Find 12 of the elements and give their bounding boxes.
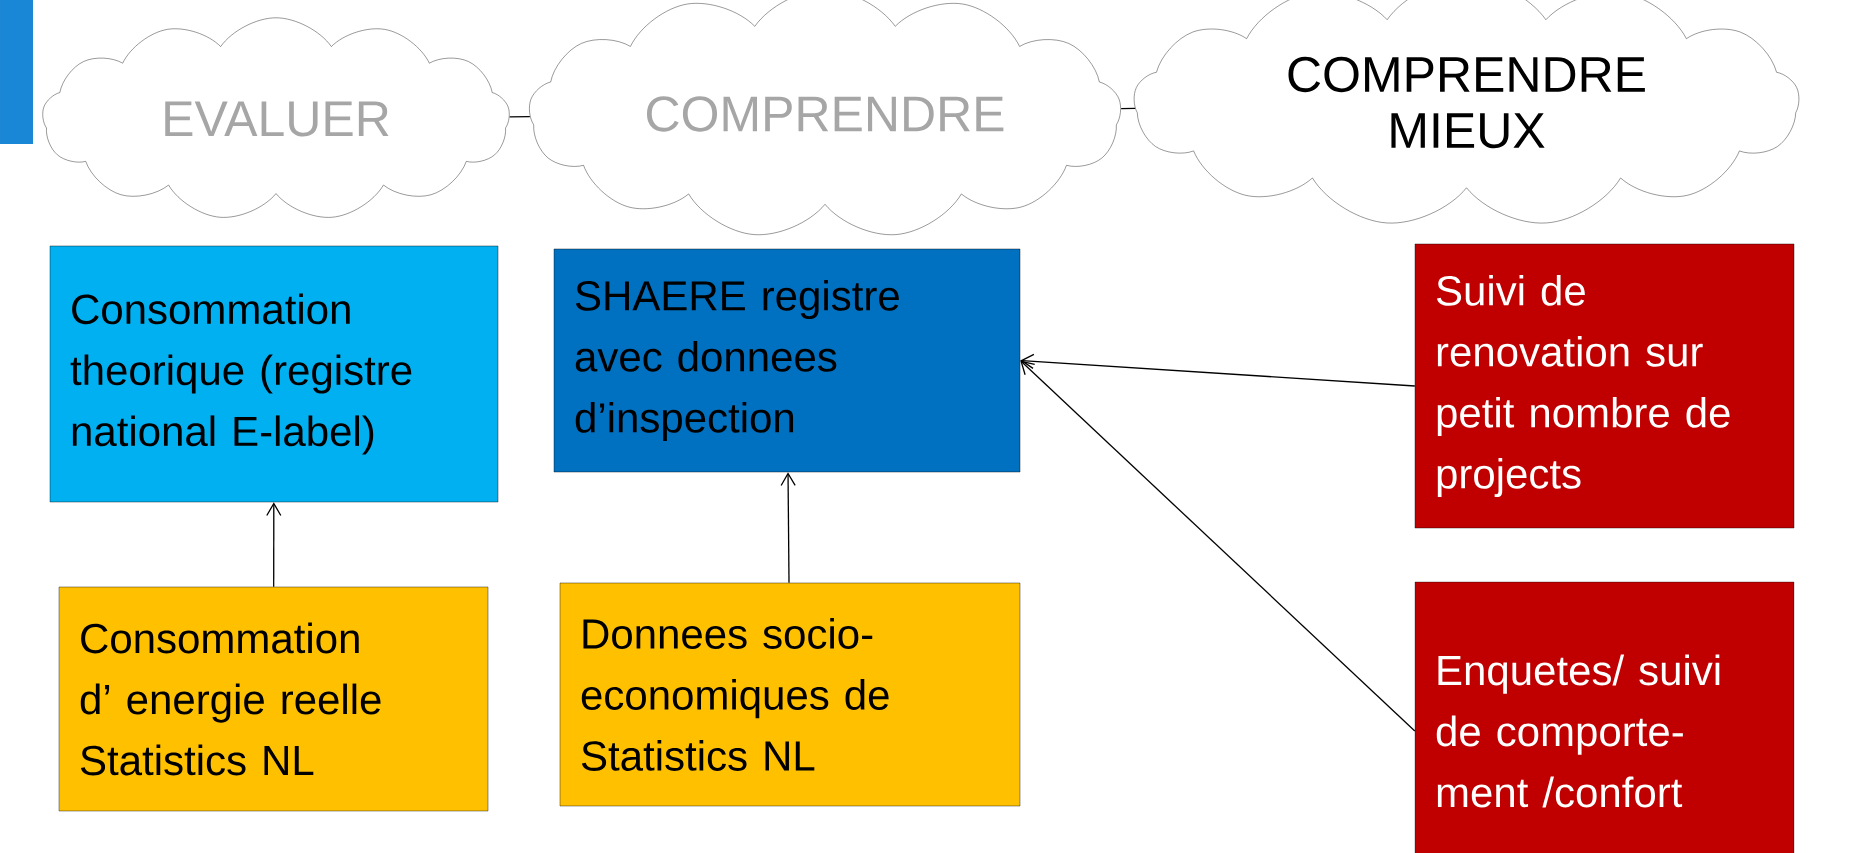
arrow xyxy=(266,502,282,588)
text-box: SHAERE registre avec donnees d’inspection xyxy=(553,248,1021,473)
connector-line xyxy=(509,116,531,118)
arrow xyxy=(780,472,796,584)
text-box: Consommation d’ energie reelle Statistics NL xyxy=(58,586,489,812)
arrow xyxy=(1020,360,1416,732)
text-box: Enquetes/ suivi de comporte-ment /confort xyxy=(1414,581,1795,853)
text-box: Donnees socio-economiques de Statistics NL xyxy=(559,582,1021,807)
connector-line xyxy=(1120,107,1136,110)
text-box: Consommation theorique (registre national E-label) xyxy=(49,245,499,503)
arrow xyxy=(1020,353,1416,387)
text-box: Suivi de renovation sur petit nombre de projects xyxy=(1414,243,1795,529)
